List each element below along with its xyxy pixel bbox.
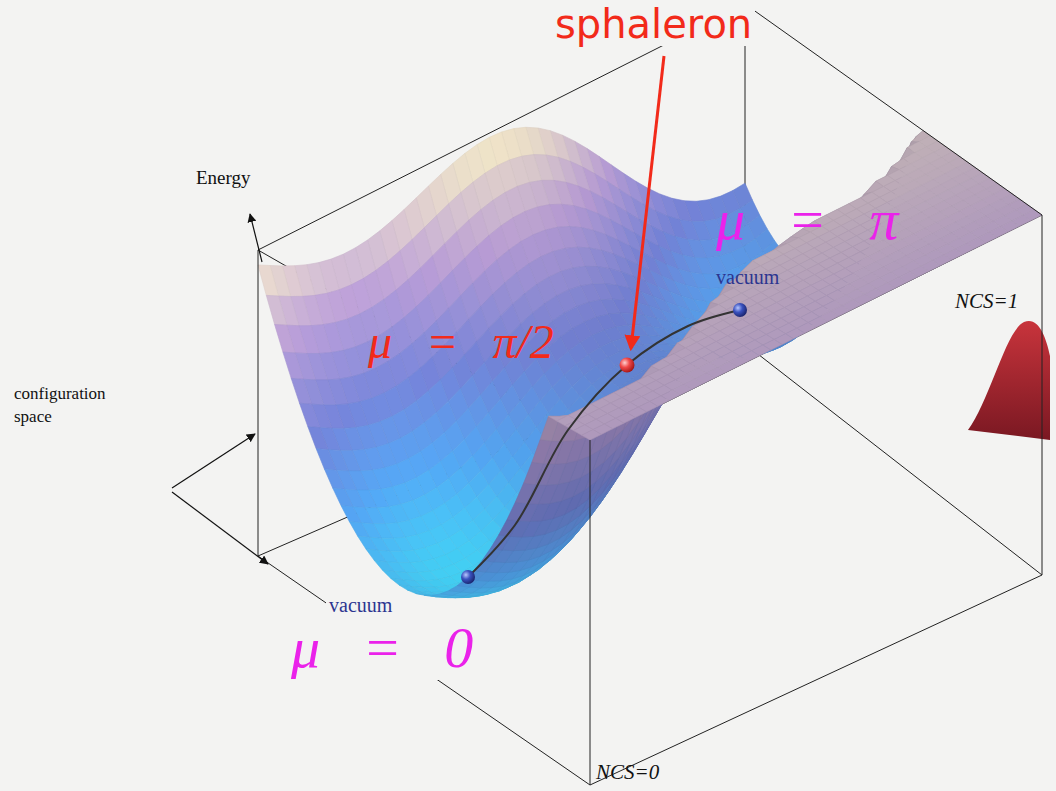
axis-label: Energy <box>196 168 251 189</box>
surface-patch <box>341 506 361 523</box>
box-edge <box>258 556 590 785</box>
vacuum-label: vacuum <box>326 594 395 616</box>
surface-patch <box>291 378 311 404</box>
axis-label: configuration space <box>14 383 132 429</box>
surface-mesh <box>258 127 1042 597</box>
box-edge <box>590 575 1042 785</box>
axis-label: NCS=1 <box>955 290 1018 313</box>
axis-label: NCS=0 <box>596 761 659 784</box>
surface-patch <box>266 295 286 325</box>
vacuum-label: vacuum <box>716 266 779 288</box>
box-front-edges <box>258 4 1042 785</box>
box-edge <box>258 344 745 556</box>
box-edge <box>258 250 259 556</box>
energy-axis-arrow <box>250 214 262 262</box>
surface-patch <box>275 324 295 352</box>
config-arrow <box>172 434 255 488</box>
sphaleron-arrow <box>631 56 664 348</box>
box-edge <box>1042 215 1043 575</box>
box-edge <box>745 4 1042 215</box>
vacuum-ball <box>461 570 475 584</box>
sphaleron-label: sphaleron <box>552 2 755 46</box>
box-back-edges <box>258 4 1042 575</box>
surface-patch <box>349 522 369 538</box>
mu-label: μ = π <box>716 188 898 252</box>
surface-patch <box>532 440 552 464</box>
surface-patch <box>515 483 535 503</box>
surface-patch <box>407 590 427 595</box>
mu-label: μ = 0 <box>288 616 476 680</box>
surface-patch <box>300 403 320 427</box>
box-edge <box>258 250 590 440</box>
surface-patch <box>366 549 386 562</box>
vacuum-ball <box>733 303 747 317</box>
ridge-bump <box>968 321 1050 440</box>
mu-label: μ = π/2 <box>368 316 554 369</box>
surface-patch <box>374 560 394 571</box>
config-arrow <box>172 492 268 564</box>
box-edge <box>590 440 591 785</box>
surface-patch <box>333 488 353 507</box>
surface-patch <box>324 469 344 489</box>
surface-patch <box>582 430 602 440</box>
surface-patch <box>316 449 336 471</box>
surface-patch <box>308 427 328 450</box>
surface-patch <box>358 536 378 550</box>
sphaleron-ball <box>620 358 635 373</box>
surface-patch <box>283 352 303 379</box>
surface-patch <box>258 265 278 296</box>
